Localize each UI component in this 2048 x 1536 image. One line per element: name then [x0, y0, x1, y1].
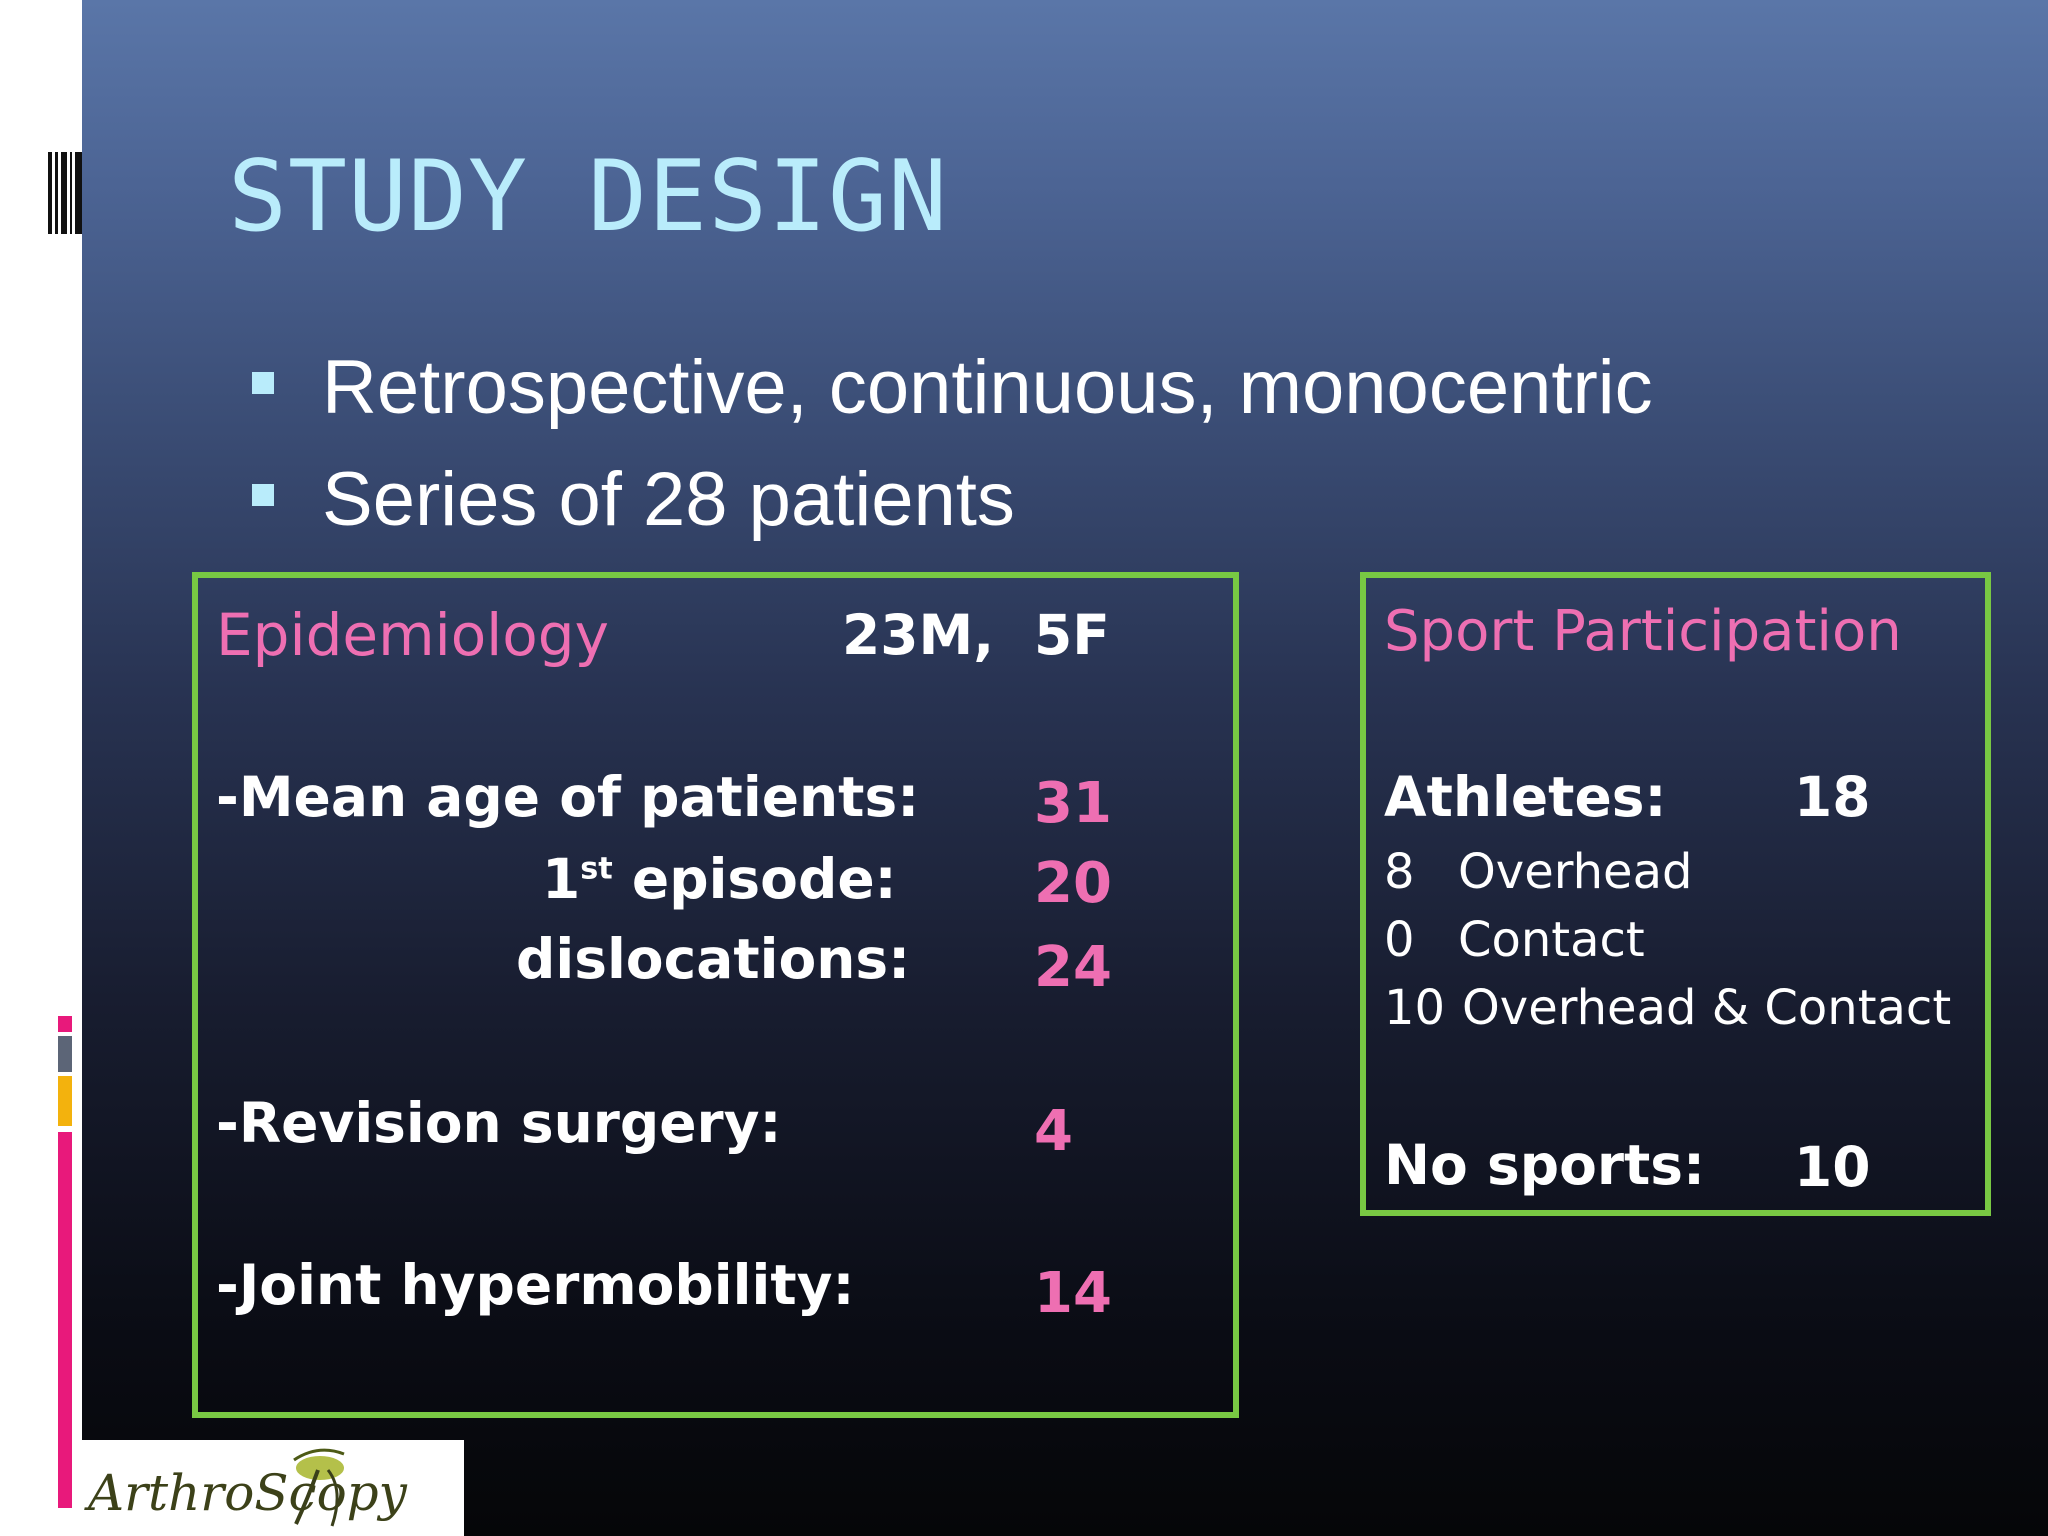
bullet-text: Series of 28 patients: [322, 457, 1015, 542]
epidemiology-heading: Epidemiology: [216, 601, 609, 669]
sport-row-count: 0: [1384, 912, 1415, 968]
mean-age-label: -Mean age of patients:: [216, 765, 920, 829]
arthroscopy-logo-graphic: ArthroScopy: [84, 1448, 408, 1527]
joint-hypermobility-value: 14: [1034, 1261, 1112, 1326]
athletes-label: Athletes:: [1384, 765, 1667, 829]
first-episode-sup: st: [580, 851, 613, 887]
yellow-accent-strip: [58, 1076, 72, 1126]
first-episode-value: 20: [1034, 851, 1112, 916]
sport-row-count: 10: [1384, 980, 1446, 1036]
epidemiology-box: [192, 572, 1239, 1418]
barcode-decoration: [48, 152, 82, 234]
joint-hypermobility-label: -Joint hypermobility:: [216, 1253, 855, 1317]
bullet-square-icon: [252, 484, 274, 506]
revision-surgery-label: -Revision surgery:: [216, 1091, 782, 1155]
mean-age-value: 31: [1034, 771, 1112, 836]
dislocations-value: 24: [1034, 935, 1112, 1000]
sport-row-label: Contact: [1458, 912, 1645, 968]
sport-row-count: 8: [1384, 844, 1415, 900]
first-episode-text: episode:: [612, 847, 897, 911]
logo-text: ArthroScopy: [84, 1464, 408, 1522]
sex-female-count: 5F: [1034, 603, 1110, 667]
revision-surgery-value: 4: [1034, 1099, 1073, 1164]
sport-participation-box: [1360, 572, 1991, 1216]
bullet-text: Retrospective, continuous, monocentric: [322, 345, 1653, 430]
athletes-value: 18: [1794, 765, 1871, 829]
sport-row-label: Overhead & Contact: [1462, 980, 1952, 1036]
pink-accent-strip: [58, 1016, 72, 1032]
no-sports-value: 10: [1794, 1135, 1871, 1199]
sport-participation-heading: Sport Participation: [1384, 599, 1902, 664]
dislocations-label: dislocations:: [516, 927, 911, 991]
left-decoration: [0, 0, 82, 1536]
first-episode-prefix: 1: [542, 847, 581, 911]
gray-accent-strip: [58, 1036, 72, 1072]
sport-row-label: Overhead: [1458, 844, 1693, 900]
first-episode-label: 1st episode:: [542, 852, 897, 907]
bullet-square-icon: [252, 372, 274, 394]
pink-accent-strip: [58, 1132, 72, 1508]
slide-background: [82, 0, 2048, 1536]
sex-male-count: 23M,: [842, 603, 995, 667]
slide-title: STUDY DESIGN: [228, 140, 949, 254]
arthroscopy-logo: ArthroScopy: [82, 1440, 464, 1536]
no-sports-label: No sports:: [1384, 1133, 1706, 1197]
